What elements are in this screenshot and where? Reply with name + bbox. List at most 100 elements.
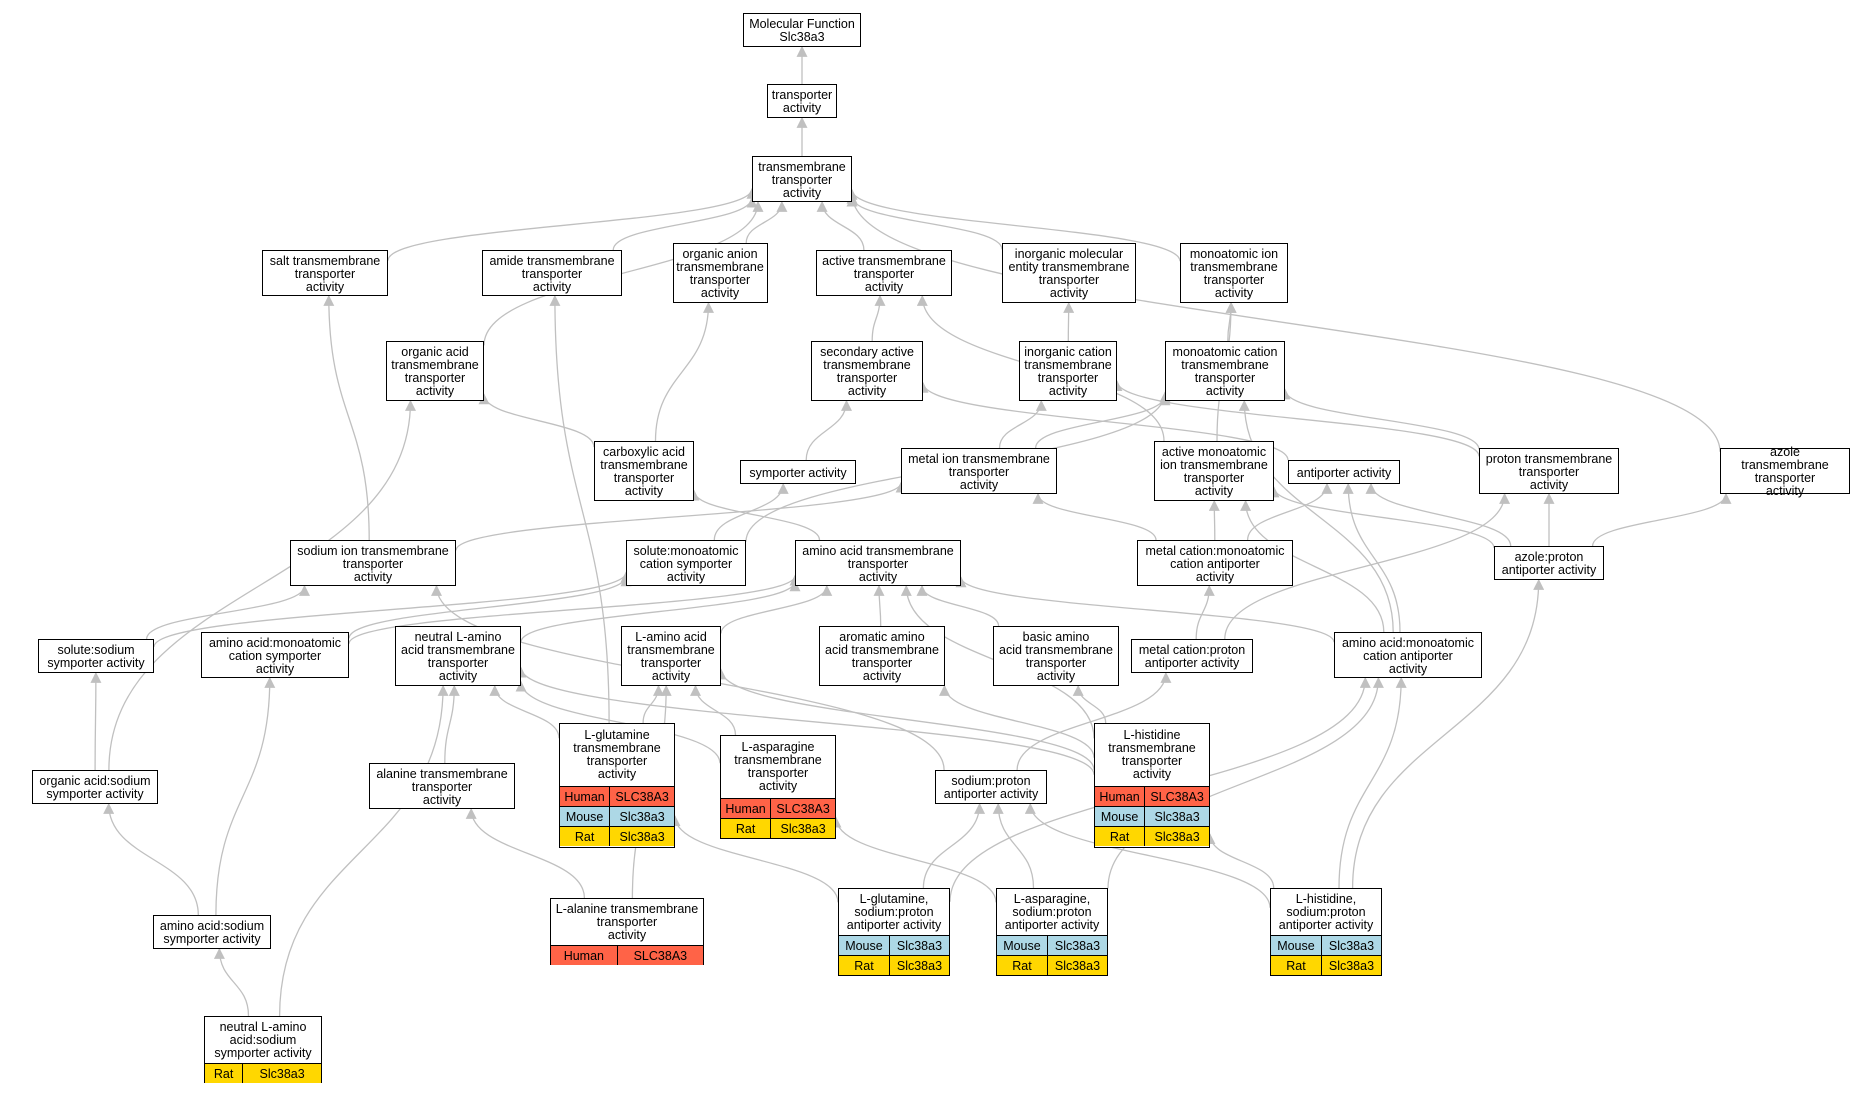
go-term-node[interactable]: Molecular Function Slc38a3 [743,13,861,47]
go-term-node[interactable]: active monoatomic ion transmembrane tran… [1154,441,1274,501]
gene-symbol-cell[interactable]: Slc38a3 [1046,955,1107,975]
go-term-node[interactable]: metal cation:proton antiporter activity [1131,639,1253,673]
gene-symbol-cell[interactable]: Slc38a3 [1144,826,1209,846]
go-term-node[interactable]: organic acid:sodium symporter activity [32,770,158,804]
go-term-node[interactable]: amide transmembrane transporter activity [482,250,622,296]
species-cell: Rat [839,955,890,975]
go-term-node[interactable]: monoatomic cation transmembrane transpor… [1165,341,1285,401]
go-term-node[interactable]: sodium:proton antiporter activity [935,770,1047,804]
go-term-node[interactable]: carboxylic acid transmembrane transporte… [594,441,694,501]
gene-symbol-cell[interactable]: SLC38A3 [1144,786,1209,807]
is-a-edge [805,399,852,461]
go-term-label: L-histidine transmembrane transporter ac… [1108,728,1196,781]
go-term-label: secondary active transmembrane transport… [820,345,914,398]
go-term-node[interactable]: organic acid transmembrane transporter a… [386,341,484,401]
species-cell: Mouse [997,935,1048,956]
go-term-label: solute:sodium symporter activity [47,643,145,670]
go-term-label: organic anion transmembrane transporter … [676,247,764,300]
gene-symbol-cell[interactable]: SLC38A3 [770,798,835,819]
is-a-edge [1016,671,1172,771]
go-term-node[interactable]: active transmembrane transporter activit… [816,250,952,296]
go-term-node[interactable]: sodium ion transmembrane transporter act… [290,540,456,586]
go-term-node[interactable]: neutral L-amino acid transmembrane trans… [395,626,521,686]
go-term-node[interactable]: L-amino acid transmembrane transporter a… [621,626,721,686]
go-term-node[interactable]: alanine transmembrane transporter activi… [369,763,515,809]
go-term-label: active transmembrane transporter activit… [822,253,946,294]
go-term-node[interactable]: neutral L-amino acid:sodium symporter ac… [204,1016,322,1083]
is-a-edge [1268,486,1495,549]
is-a-edge [323,294,370,541]
go-term-node[interactable]: inorganic cation transmembrane transport… [1019,341,1117,401]
go-term-label: azole:proton antiporter activity [1501,550,1597,577]
go-term-node[interactable]: organic anion transmembrane transporter … [672,243,768,303]
go-term-label: sodium ion transmembrane transporter act… [297,543,449,584]
is-a-edge [715,668,1095,770]
is-a-edge [108,399,416,771]
go-term-node[interactable]: L-asparagine transmembrane transporter a… [720,735,836,839]
go-term-node[interactable]: amino acid:sodium symporter activity [153,915,271,949]
go-term-label: alanine transmembrane transporter activi… [376,766,508,807]
go-term-node[interactable]: salt transmembrane transporter activity [262,250,388,296]
go-term-node[interactable]: transporter activity [767,84,837,118]
go-term-label: active monoatomic ion transmembrane tran… [1160,445,1268,498]
is-a-edge [1365,482,1512,547]
gene-symbol-cell[interactable]: SLC38A3 [609,786,674,807]
go-term-node[interactable]: monoatomic ion transmembrane transporter… [1180,243,1288,303]
go-term-node[interactable]: secondary active transmembrane transport… [811,341,923,401]
go-term-node[interactable]: L-asparagine, sodium:proton antiporter a… [996,888,1108,976]
go-term-node[interactable]: symporter activity [740,460,856,484]
gene-symbol-cell[interactable]: Slc38a3 [242,1063,321,1083]
is-a-edge [153,571,632,648]
go-term-node[interactable]: amino acid:monoatomic cation symporter a… [201,632,349,678]
go-term-node[interactable]: amino acid:monoatomic cation antiporter … [1334,632,1482,678]
go-term-node[interactable]: metal cation:monoatomic cation antiporte… [1137,540,1293,586]
go-term-node[interactable]: basic amino acid transmembrane transport… [993,626,1119,686]
go-term-node[interactable]: azole transmembrane transporter activity [1720,446,1850,498]
is-a-edge [455,481,907,551]
gene-symbol-cell[interactable]: Slc38a3 [1144,806,1209,827]
is-a-edge [669,815,839,903]
go-term-node[interactable]: L-alanine transmembrane transporter acti… [550,898,704,965]
go-term-node[interactable]: metal ion transmembrane transporter acti… [901,448,1057,494]
gene-symbol-cell[interactable]: Slc38a3 [1046,935,1107,956]
go-term-node[interactable]: proton transmembrane transporter activit… [1479,448,1619,494]
go-term-node[interactable]: amino acid transmembrane transporter act… [795,540,961,586]
go-term-node[interactable]: L-histidine transmembrane transporter ac… [1094,723,1210,848]
go-term-label: amide transmembrane transporter activity [489,253,615,294]
species-cell: Rat [205,1063,243,1083]
go-term-node[interactable]: L-histidine, sodium:proton antiporter ac… [1270,888,1382,976]
gene-symbol-cell[interactable]: Slc38a3 [609,826,674,846]
go-term-node[interactable]: transmembrane transporter activity [752,156,852,202]
go-term-label: monoatomic cation transmembrane transpor… [1172,345,1278,398]
gene-symbol-cell[interactable]: Slc38a3 [888,955,949,975]
is-a-edge [1342,482,1401,633]
species-cell: Rat [1271,955,1322,975]
go-term-node[interactable]: L-glutamine, sodium:proton antiporter ac… [838,888,950,976]
go-term-node[interactable]: L-glutamine transmembrane transporter ac… [559,723,675,848]
go-term-node[interactable]: solute:monoatomic cation symporter activ… [626,540,746,586]
is-a-edge [1034,394,1171,449]
go-term-node[interactable]: azole:proton antiporter activity [1494,546,1604,580]
gene-symbol-cell[interactable]: SLC38A3 [616,945,703,965]
gene-symbol-cell[interactable]: Slc38a3 [888,935,949,956]
go-term-node[interactable]: solute:sodium symporter activity [38,639,154,673]
is-a-edge [992,802,1035,889]
go-term-node[interactable]: antiporter activity [1288,460,1400,484]
gene-symbol-cell[interactable]: Slc38a3 [1320,935,1381,956]
is-a-edge [348,575,632,639]
go-term-node[interactable]: inorganic molecular entity transmembrane… [1002,243,1136,303]
go-term-label: organic acid:sodium symporter activity [39,774,151,801]
is-a-edge [213,947,250,1017]
gene-symbol-cell[interactable]: Slc38a3 [609,806,674,827]
gene-symbol-cell[interactable]: Slc38a3 [1320,955,1381,975]
go-term-node[interactable]: aromatic amino acid transmembrane transp… [819,626,945,686]
go-term-label: metal cation:monoatomic cation antiporte… [1145,543,1285,584]
gene-symbol-cell[interactable]: Slc38a3 [770,818,835,838]
